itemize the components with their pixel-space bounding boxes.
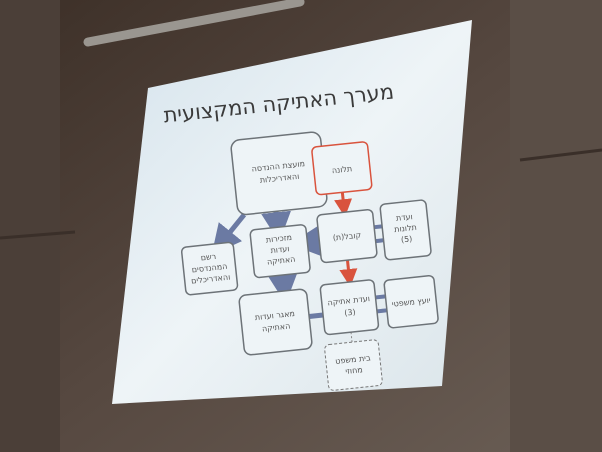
svg-text:תלונה: תלונה [331, 164, 352, 175]
box-complainant: קובל(ת) [316, 209, 378, 264]
projected-slide [112, 20, 472, 404]
ceiling-pipe [83, 0, 305, 47]
diagram-arrows [211, 192, 388, 343]
svg-text:קובל(ת): קובל(ת) [332, 231, 362, 243]
left-wall [0, 0, 60, 452]
svg-text:האתיקה: האתיקה [261, 322, 290, 334]
svg-text:(3): (3) [344, 308, 356, 318]
link-ethics-court [350, 332, 353, 343]
box-council: מועצת ההנדסה והאדריכלות [230, 131, 328, 216]
box-court: בית משפט מחוזי [324, 339, 383, 391]
arrow-council-secretariat [261, 210, 291, 243]
box-legal-advisor: יועץ משפטי [383, 274, 439, 329]
svg-text:והאדריכלים: והאדריכלים [191, 273, 231, 286]
arrow-advisor-ethics [375, 294, 386, 300]
arrow-complainant-committee [375, 238, 384, 244]
arrow-ethics-advisor [376, 308, 388, 314]
box-complaints-committee: ועדת תלונות (5) [379, 199, 432, 261]
arrow-complainant-ethics [339, 260, 358, 288]
svg-text:האתיקה: האתיקה [266, 255, 295, 267]
right-wall [510, 0, 602, 452]
box-registrar: רשם המהנדסים והאדריכלים [180, 241, 239, 296]
box-ethics-committee: ועדת אתיקה (3) [319, 279, 380, 336]
svg-text:והאדריכלות: והאדריכלות [259, 172, 299, 185]
svg-text:רשם: רשם [200, 252, 216, 263]
arrow-committee-complainant [373, 224, 383, 230]
arrow-complainant-secretariat [289, 222, 328, 259]
svg-text:תלונות: תלונות [394, 223, 417, 234]
svg-text:ועדת: ועדת [395, 212, 413, 223]
svg-text:המהנדסים: המהנדסים [191, 262, 227, 275]
arrow-secretariat-pool [267, 272, 298, 304]
svg-text:מזכירות: מזכירות [265, 233, 292, 245]
svg-text:ועדות: ועדות [270, 244, 290, 255]
arrow-complaint-complainant [334, 192, 353, 218]
svg-text:מחוזי: מחוזי [345, 365, 363, 376]
svg-text:ועדת אתיקה: ועדת אתיקה [327, 294, 370, 307]
box-secretariat: מזכירות ועדות האתיקה [249, 224, 311, 279]
svg-text:יועץ משפטי: יועץ משפטי [391, 296, 431, 309]
box-complaint: תלונה [311, 141, 373, 196]
svg-text:(5): (5) [401, 234, 413, 244]
svg-text:מאגר ועדות: מאגר ועדות [254, 309, 295, 322]
link-pool-ethics [308, 312, 324, 319]
wall-seam [519, 148, 602, 162]
box-pool: מאגר ועדות האתיקה [238, 288, 313, 356]
slide-content: מערך האתיקה המקצועית מועצת ההנדסה והאדרי… [162, 79, 439, 391]
svg-text:בית משפט: בית משפט [335, 353, 372, 366]
arrow-council-registrar [211, 213, 247, 255]
wall-seam [0, 230, 76, 240]
